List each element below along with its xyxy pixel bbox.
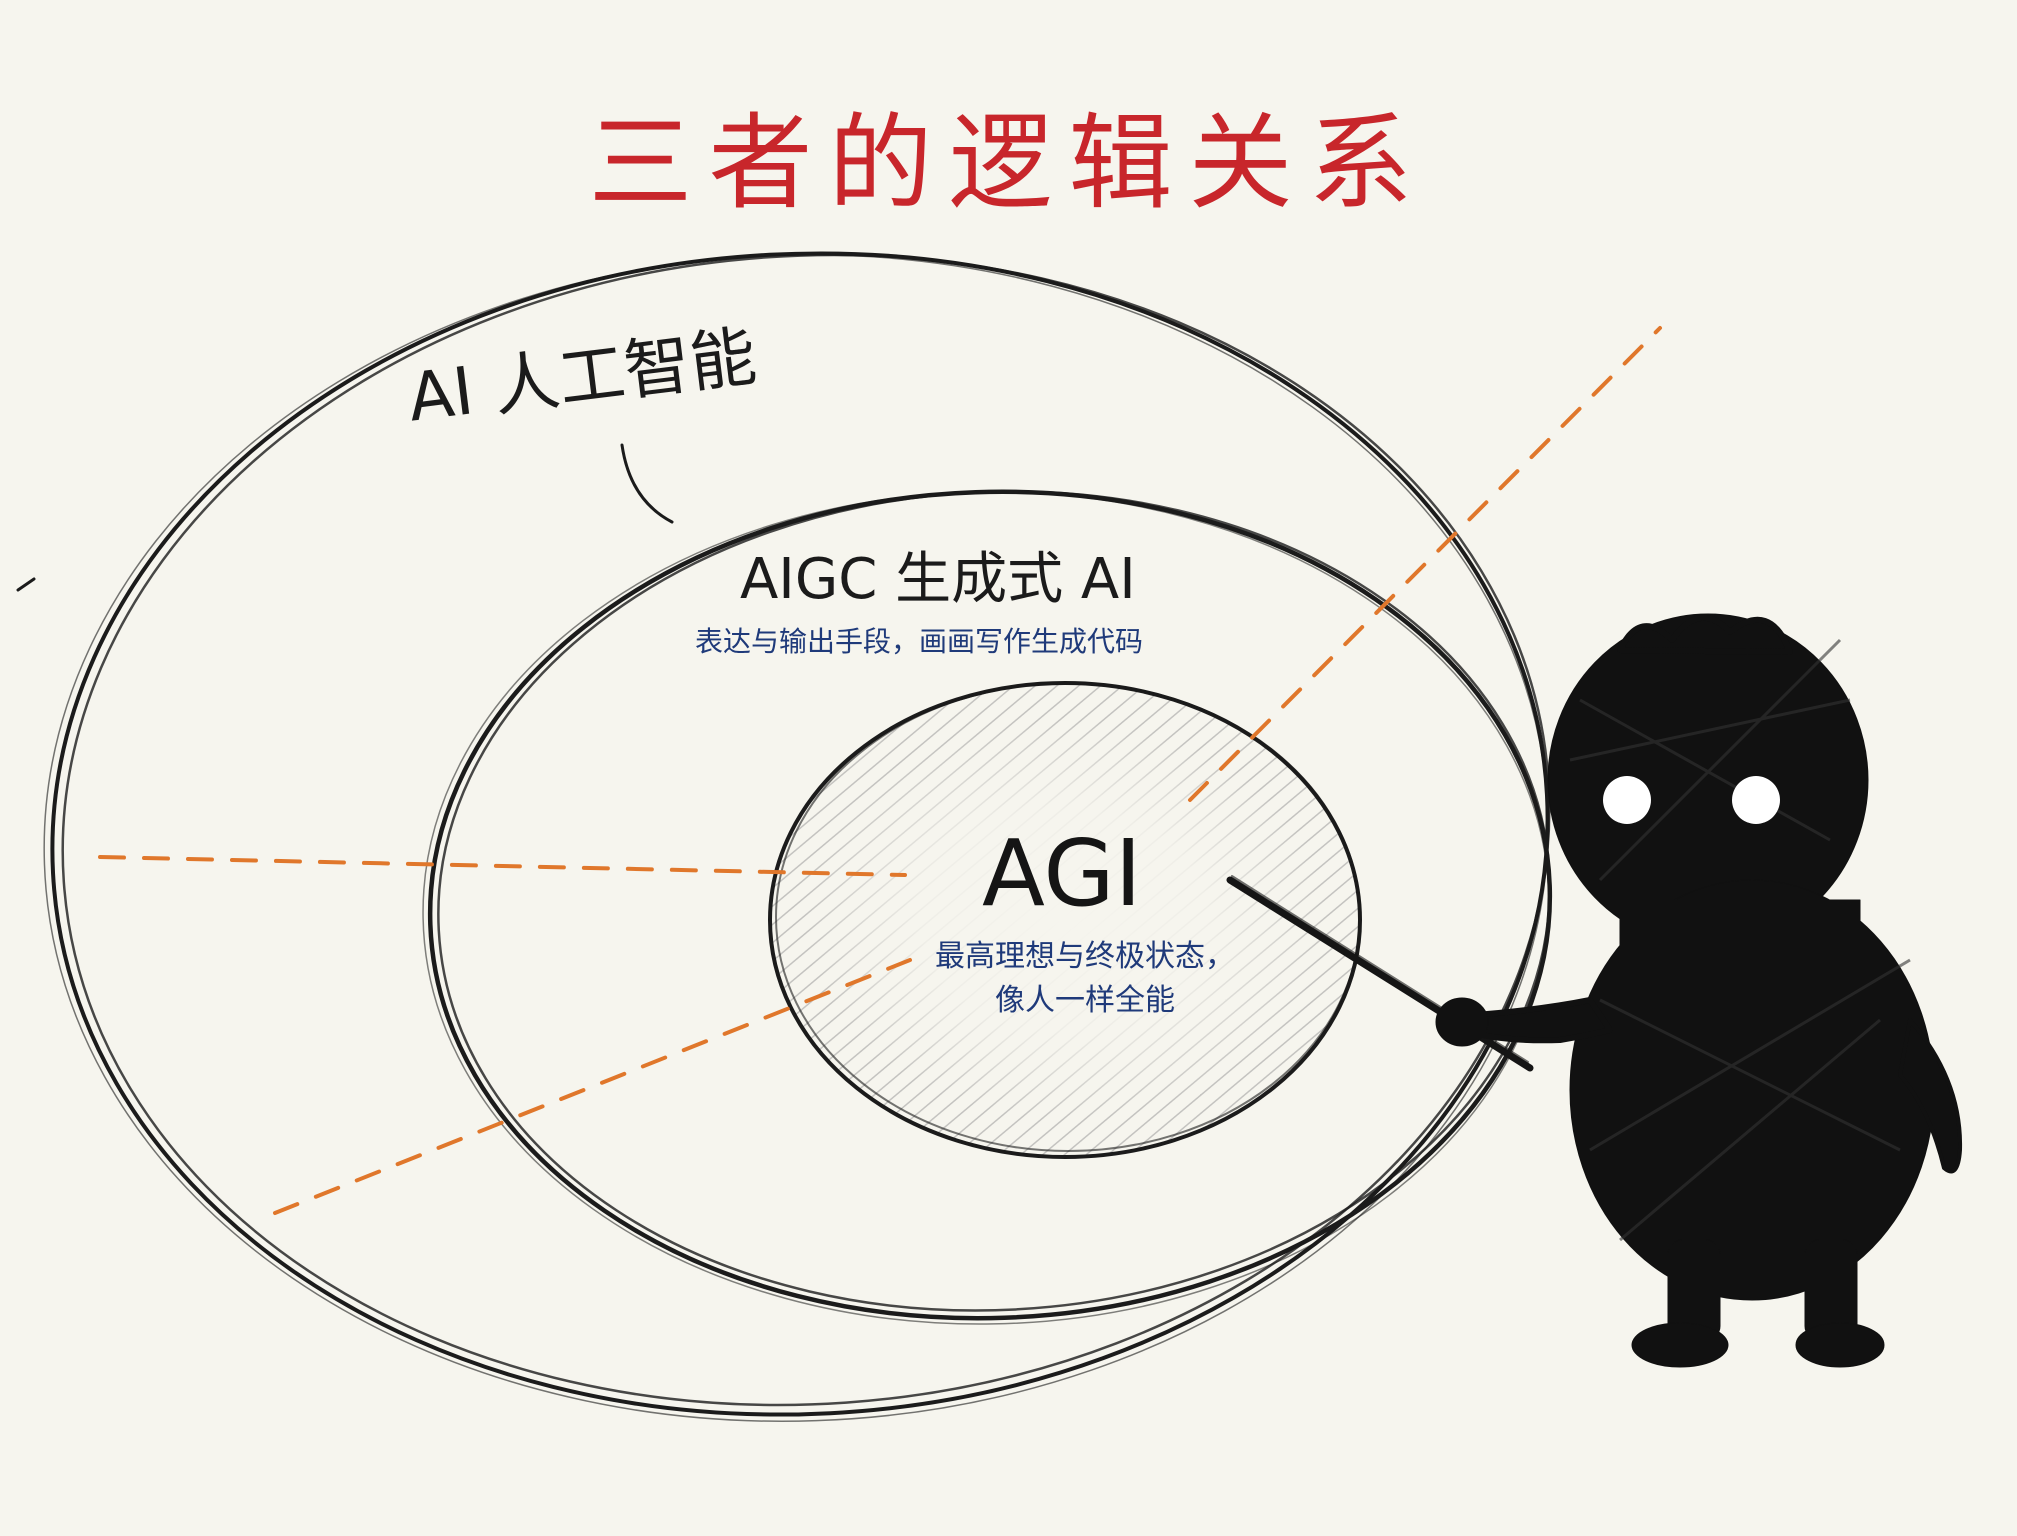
aigc-description: 表达与输出手段，画画写作生成代码 [695,625,1144,658]
agi-description-line1: 最高理想与终极状态， [935,939,1235,974]
aigc-label: AIGC 生成式 AI [740,547,1136,612]
agi-description-line2: 像人一样全能 [995,983,1175,1018]
diagram-title: 三者的逻辑关系 [588,102,1429,224]
dashed-guide-lines [98,326,1662,1215]
ellipse-agi [768,681,1362,1159]
stray-mark [16,577,36,592]
ellipse-aigc [422,489,1553,1325]
agi-description: 最高理想与终极状态， 像人一样全能 [900,935,1270,1023]
creature-eyes [1603,776,1780,824]
ai-label-leader [620,443,674,524]
shadow-creature [1435,613,1963,1368]
agi-label: AGI [982,820,1142,927]
